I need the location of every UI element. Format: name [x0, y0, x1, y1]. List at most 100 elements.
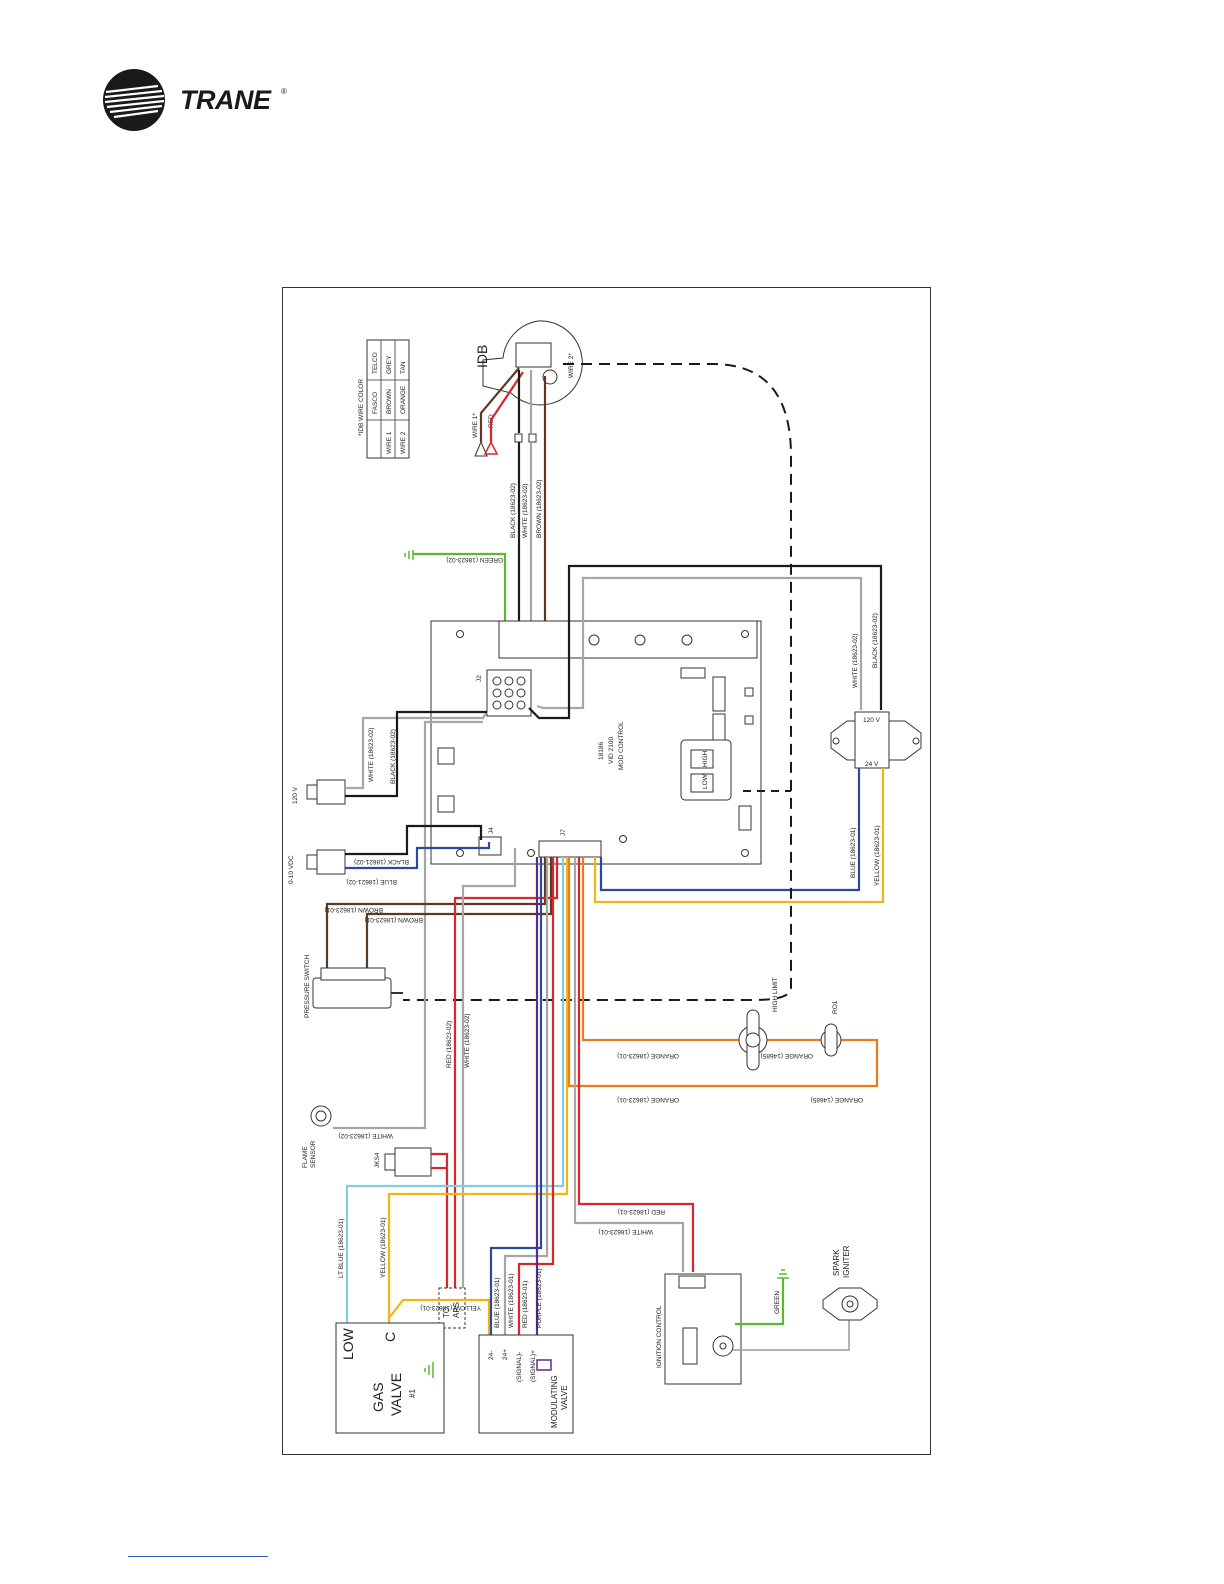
label-blue-mv: BLUE (18623-01) — [494, 1277, 501, 1328]
label-yellow-transformer: YELLOW (18623-01) — [874, 825, 881, 886]
legend-header-fasco: FASCO — [372, 392, 379, 414]
mv-signal-minus: (SIGNAL)- — [516, 1352, 523, 1382]
flame-sensor: FLAME SENSOR — [302, 1105, 332, 1168]
legend-cell: WIRE 2 — [400, 431, 407, 454]
high-limit-switch: HIGH LIMIT — [738, 977, 779, 1071]
wire-white-transformer — [536, 576, 863, 710]
wire-white-ign — [573, 857, 685, 1272]
wire-brown-1 — [325, 857, 547, 968]
flame-sensor-label-2: SENSOR — [310, 1140, 317, 1168]
label-black-idb: BLACK (18623-02) — [510, 483, 517, 538]
label-white-plug: WHITE (18623-02) — [368, 727, 375, 782]
legend-cell: BROWN — [386, 389, 393, 414]
label-white-mv: WHITE (18623-01) — [508, 1273, 515, 1328]
transformer-120v: 120 V — [863, 717, 881, 724]
label-red-ign: RED (18623-01) — [618, 1208, 665, 1215]
j7-label: J7 — [560, 829, 567, 836]
wire-red-ign — [577, 857, 695, 1272]
legend-header-telco: TELCO — [372, 352, 379, 374]
label-brown-idb: BROWN (18623-02) — [536, 479, 543, 538]
spark-label-1: SPARK — [832, 1249, 841, 1276]
label-white-transformer: WHITE (18623-02) — [852, 633, 859, 688]
plug-120v: 120 V — [292, 779, 346, 805]
ignition-control-label: IGNITION CONTROL — [656, 1305, 663, 1368]
wire-yellow-gv — [387, 857, 569, 1324]
label-blue-j4: BLUE (18621-02) — [346, 878, 397, 885]
to-aps-box: TO APS — [438, 1287, 466, 1329]
mod-valve-label-1: MODULATING — [550, 1375, 559, 1428]
label-black-plug: BLACK (18623-02) — [390, 729, 397, 784]
jks4-label: JKS4 — [374, 1152, 381, 1168]
plug-120v-label: 120 V — [292, 786, 299, 804]
high-port-label: HIGH — [702, 750, 709, 767]
board-label-1: 18186 — [598, 742, 605, 760]
legend-cell: ORANGE — [400, 385, 407, 414]
pressure-hose — [403, 363, 792, 1001]
wire-yellow-transformer — [593, 768, 885, 904]
wiring-diagram: .w { fill: none; stroke-width: 2.2; } .l… — [282, 287, 931, 1455]
label-purple-mv: PURPLE (18623-01) — [536, 1268, 543, 1328]
spark-label-2: IGNITER — [842, 1245, 851, 1278]
gas-valve-low: LOW — [340, 1327, 356, 1360]
wire1-terminal — [474, 440, 488, 457]
legend-cell: TAN — [400, 361, 407, 374]
jks4-plug: JKS4 — [374, 1147, 432, 1177]
plug-vdc-label: 0-10 VDC — [288, 855, 295, 884]
legend-cell: GREY — [386, 355, 393, 374]
flame-sensor-label-1: FLAME — [302, 1146, 309, 1168]
mod-valve-label-2: VALVE — [560, 1385, 569, 1410]
j2-connector: J2 — [476, 669, 532, 717]
wire-black-plug — [345, 710, 487, 798]
label-brown-2: BROWN (18623-01) — [364, 916, 423, 923]
gas-valve-label-3: #1 — [408, 1389, 417, 1398]
wire-ltblue-gv — [345, 857, 565, 1324]
trane-swoosh-icon — [103, 69, 165, 131]
label-green-ign: GREEN — [774, 1291, 781, 1314]
spark-igniter: SPARK IGNITER — [822, 1245, 878, 1321]
board-label-2: VID 2100 — [608, 737, 615, 764]
trane-logo: TRANE ® — [100, 68, 300, 132]
footer-link-underline[interactable] — [128, 1556, 268, 1557]
red-terminal — [483, 440, 499, 455]
ground-icon — [777, 1269, 789, 1279]
wire-black-transformer — [528, 564, 883, 720]
gas-valve-c: C — [382, 1332, 398, 1342]
idb-blower: IDB WIRE 2* — [474, 320, 583, 406]
label-yellow-gv: YELLOW (18623-01) — [380, 1217, 387, 1278]
gas-valve-label-2: VALVE — [388, 1373, 404, 1416]
wire-color-legend: *IDB WIRE COLOR FASCO TELCO WIRE 1 BROWN… — [358, 339, 410, 459]
to-aps-label-1: TO — [442, 1307, 451, 1318]
pressure-switch-label: PRESSURE SWITCH — [304, 954, 311, 1018]
low-port-label: LOW — [702, 773, 709, 789]
brand-name: TRANE — [180, 85, 272, 115]
idb-label: IDB — [474, 345, 490, 368]
label-orange-1: ORANGE (18623-01) — [617, 1052, 679, 1059]
label-ltblue: LT BLUE (18623-01) — [338, 1219, 345, 1278]
wire-igniter — [733, 1318, 850, 1351]
wire-blue-mv — [489, 857, 543, 1336]
wire-white-flame — [333, 720, 483, 1130]
transformer-24v: 24 V — [865, 761, 879, 768]
wire-white-mv — [503, 857, 549, 1336]
j2-label: J2 — [476, 675, 483, 682]
label-red-mv: RED (18623-01) — [522, 1281, 529, 1328]
plug-0-10vdc: 0-10 VDC — [288, 849, 346, 884]
wire-idb-red — [489, 371, 524, 442]
mv-24p: 24+ — [502, 1349, 509, 1360]
label-white-idb: WHITE (18623-02) — [522, 483, 529, 538]
high-limit-label: HIGH LIMIT — [772, 977, 779, 1012]
to-aps-label-2: APS — [452, 1302, 461, 1318]
label-orange-2: ORANGE (14685) — [761, 1052, 813, 1059]
wire-orange-limits — [567, 857, 879, 1088]
wire-blue-j4 — [345, 842, 491, 870]
ignition-control: IGNITION CONTROL — [656, 1273, 742, 1385]
label-green-top: GREEN (18623-02) — [446, 556, 503, 563]
j4-label: J4 — [488, 827, 495, 834]
label-orange-3: ORANGE (18623-01) — [617, 1096, 679, 1103]
label-white-aps: WHITE (18623-02) — [464, 1013, 471, 1068]
modulating-valve: 24- 24+ (SIGNAL)- (SIGNAL)+ MODULATING V… — [478, 1334, 574, 1434]
label-black-transformer: BLACK (18623-02) — [872, 613, 879, 668]
wire-white-plug — [345, 711, 488, 790]
wire-white-aps — [461, 848, 517, 1288]
idb-wire2-label: WIRE 2* — [568, 353, 575, 378]
